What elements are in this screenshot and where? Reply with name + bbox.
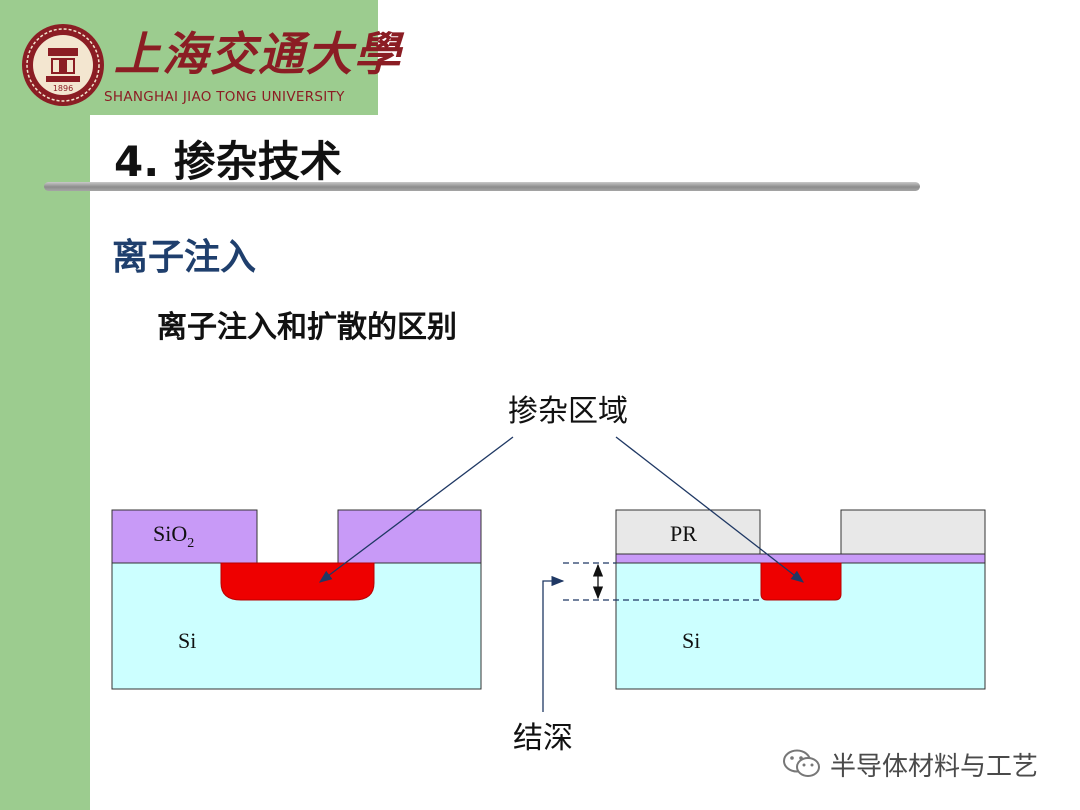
left-substrate-label: Si: [178, 628, 196, 653]
doped-arrow-right: [615, 436, 805, 583]
doped-arrow-left: [318, 436, 514, 583]
left-mask-label: SiO2: [153, 521, 194, 551]
right-substrate-label: Si: [682, 628, 700, 653]
slide-title: 4. 掺杂技术: [114, 137, 342, 186]
watermark-text: 半导体材料与工艺: [830, 751, 1039, 782]
section-heading: 离子注入: [112, 237, 257, 278]
oxide-subscript: 2: [187, 536, 194, 551]
university-emblem-icon: 1896: [22, 24, 104, 106]
junction-depth-label: 结深: [513, 721, 573, 756]
title-divider: [44, 182, 920, 191]
right-mask-label: PR: [670, 521, 697, 546]
wechat-icon: [783, 749, 820, 777]
junction-depth-leader: [542, 575, 565, 712]
right-oxide-layer: [615, 553, 986, 564]
subsection-heading: 离子注入和扩散的区别: [157, 310, 457, 345]
doped-region-label: 掺杂区域: [508, 394, 628, 429]
university-name-cn: 上海交通大學: [114, 27, 402, 81]
right-photoresist-left: [615, 509, 761, 555]
university-name-en: SHANGHAI JIAO TONG UNIVERSITY: [104, 89, 345, 105]
left-doped-region: [220, 562, 375, 601]
emblem-year: 1896: [53, 84, 73, 93]
left-oxide-mask-right: [337, 509, 482, 564]
right-photoresist-right: [840, 509, 986, 555]
left-oxide-mask-left: [111, 509, 258, 564]
left-sidebar: [0, 0, 90, 810]
right-doped-region: [760, 562, 842, 601]
watermark: 半导体材料与工艺: [782, 744, 1038, 784]
